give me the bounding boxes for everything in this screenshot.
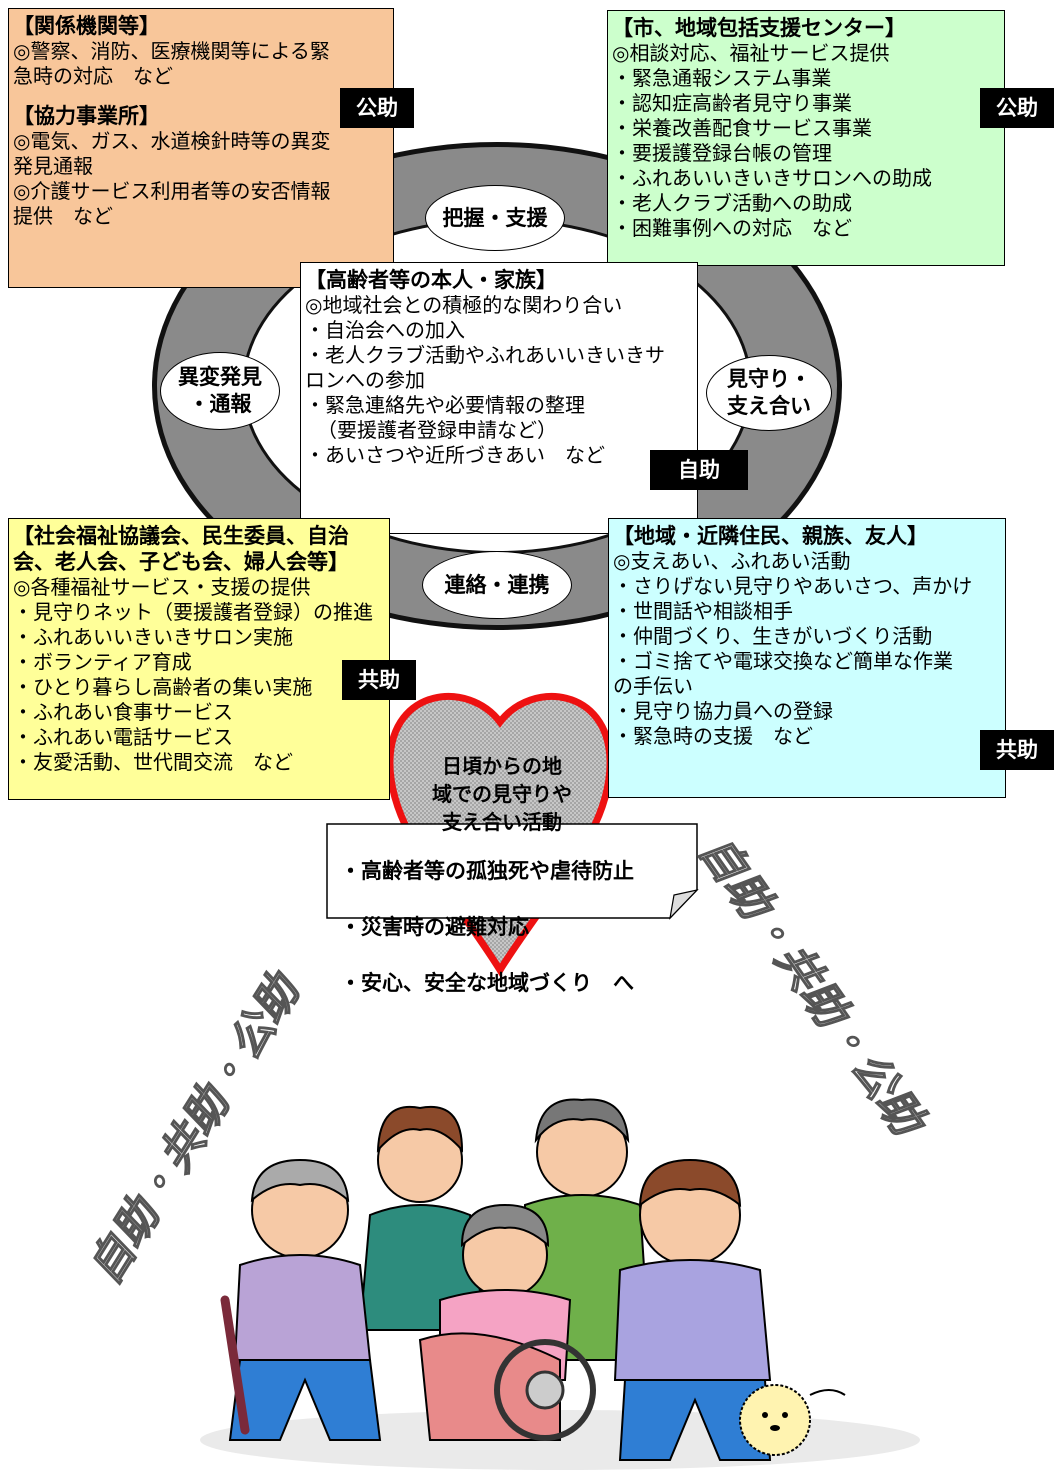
text-line: ◎支えあい、ふれあい活動 <box>613 549 851 573</box>
text-line: ・緊急時の支援 など <box>613 724 813 748</box>
text-line: ・老人クラブ活動やふれあいいきいきサ <box>305 343 665 367</box>
text-line: ◎電気、ガス、水道検針時等の異変 <box>13 129 331 153</box>
text-line: ◎警察、消防、医療機関等による緊 <box>13 39 330 63</box>
tag-public-help: 公助 <box>980 88 1054 128</box>
text-line: ・認知症高齢者見守り事業 <box>612 91 852 115</box>
ring-label-contact-coordination: 連絡・連携 <box>422 551 572 619</box>
box-title: 【社会福祉協議会、民生委員、自治 会、老人会、子ども会、婦人会等】 <box>13 524 349 574</box>
result-line: ・高齢者等の孤独死や虐待防止 <box>340 859 634 883</box>
tag-mutual-help: 共助 <box>980 730 1054 770</box>
heart-caption: 日頃からの地 域での見守りや 支え合い活動 <box>432 754 572 834</box>
box-social-welfare: 【社会福祉協議会、民生委員、自治 会、老人会、子ども会、婦人会等】 ◎各種福祉サ… <box>8 518 390 800</box>
box-city-center: 【市、地域包括支援センター】 ◎相談対応、福祉サービス提供 ・緊急通報システム事… <box>607 10 1005 266</box>
text-line: ・自治会への加入 <box>305 318 465 342</box>
ring-label-anomaly-report: 異変発見 ・通報 <box>160 352 280 430</box>
text-line: の手伝い <box>613 674 693 698</box>
ring-label-grasp-support: 把握・支援 <box>425 185 565 251</box>
result-line: ・災害時の避難対応 <box>340 915 529 939</box>
text-line: 発見通報 <box>13 154 93 178</box>
box-title: 【地域・近隣住民、親族、友人】 <box>613 524 928 548</box>
text-line: ・ひとり暮らし高齢者の集い実施 <box>13 675 313 699</box>
result-line: ・安心、安全な地域づくり へ <box>340 971 634 995</box>
text-line: ◎各種福祉サービス・支援の提供 <box>13 575 311 599</box>
box-title: 【市、地域包括支援センター】 <box>612 16 906 40</box>
text-line: ・ふれあいいきいきサロン実施 <box>13 625 293 649</box>
text-line: （要援護者登録申請など） <box>317 418 557 442</box>
text-line: 急時の対応 など <box>13 64 173 88</box>
text-line: ・緊急通報システム事業 <box>612 66 832 90</box>
box-related-agencies: 【関係機関等】 ◎警察、消防、医療機関等による緊 急時の対応 など 【協力事業所… <box>8 8 394 288</box>
text-line: ◎介護サービス利用者等の安否情報 <box>13 179 331 203</box>
box-title: 【高齢者等の本人・家族】 <box>305 268 557 292</box>
text-line: ・要援護登録台帳の管理 <box>612 141 832 165</box>
result-note: ・高齢者等の孤独死や虐待防止 ・災害時の避難対応 ・安心、安全な地域づくり へ <box>340 829 700 1025</box>
text-line: ・ボランティア育成 <box>13 650 192 674</box>
text-line: ・緊急連絡先や必要情報の整理 <box>305 393 585 417</box>
box-neighbors: 【地域・近隣住民、親族、友人】 ◎支えあい、ふれあい活動 ・さりげない見守りやあ… <box>608 518 1006 798</box>
section-title-related-agencies: 【関係機関等】 <box>13 14 160 38</box>
text-line: 提供 など <box>13 204 113 228</box>
text-line: ・ふれあいいきいきサロンへの助成 <box>612 166 932 190</box>
text-line: ・栄養改善配食サービス事業 <box>612 116 872 140</box>
text-line: ◎地域社会との積極的な関わり合い <box>305 293 623 317</box>
tag-self-help: 自助 <box>650 450 748 490</box>
text-line: ロンへの参加 <box>305 368 425 392</box>
text-line: ・仲間づくり、生きがいづくり活動 <box>613 624 933 648</box>
text-line: ◎相談対応、福祉サービス提供 <box>612 41 890 65</box>
tag-mutual-help: 共助 <box>342 660 416 700</box>
text-line: ・友愛活動、世代間交流 など <box>13 750 293 774</box>
text-line: ・世間話や相談相手 <box>613 599 793 623</box>
text-line: ・ふれあい電話サービス <box>13 725 233 749</box>
box-self-family: 【高齢者等の本人・家族】 ◎地域社会との積極的な関わり合い ・自治会への加入 ・… <box>300 262 698 534</box>
text-line: ・見守りネット（要援護者登録）の推進 <box>13 600 373 624</box>
text-line: ・老人クラブ活動への助成 <box>612 191 852 215</box>
text-line: ・見守り協力員への登録 <box>613 699 833 723</box>
text-line: ・困難事例への対応 など <box>612 216 852 240</box>
tag-public-help: 公助 <box>340 88 414 128</box>
text-line: ・さりげない見守りやあいさつ、声かけ <box>613 574 973 598</box>
text-line: ・ふれあい食事サービス <box>13 700 233 724</box>
ring-label-watch-support: 見守り・ 支え合い <box>706 355 832 431</box>
elderly-group-illustration <box>200 1098 920 1470</box>
text-line: ・あいさつや近所づきあい など <box>305 443 605 467</box>
section-title-cooperating-businesses: 【協力事業所】 <box>13 104 160 128</box>
text-line: ・ゴミ捨てや電球交換など簡単な作業 <box>613 649 953 673</box>
